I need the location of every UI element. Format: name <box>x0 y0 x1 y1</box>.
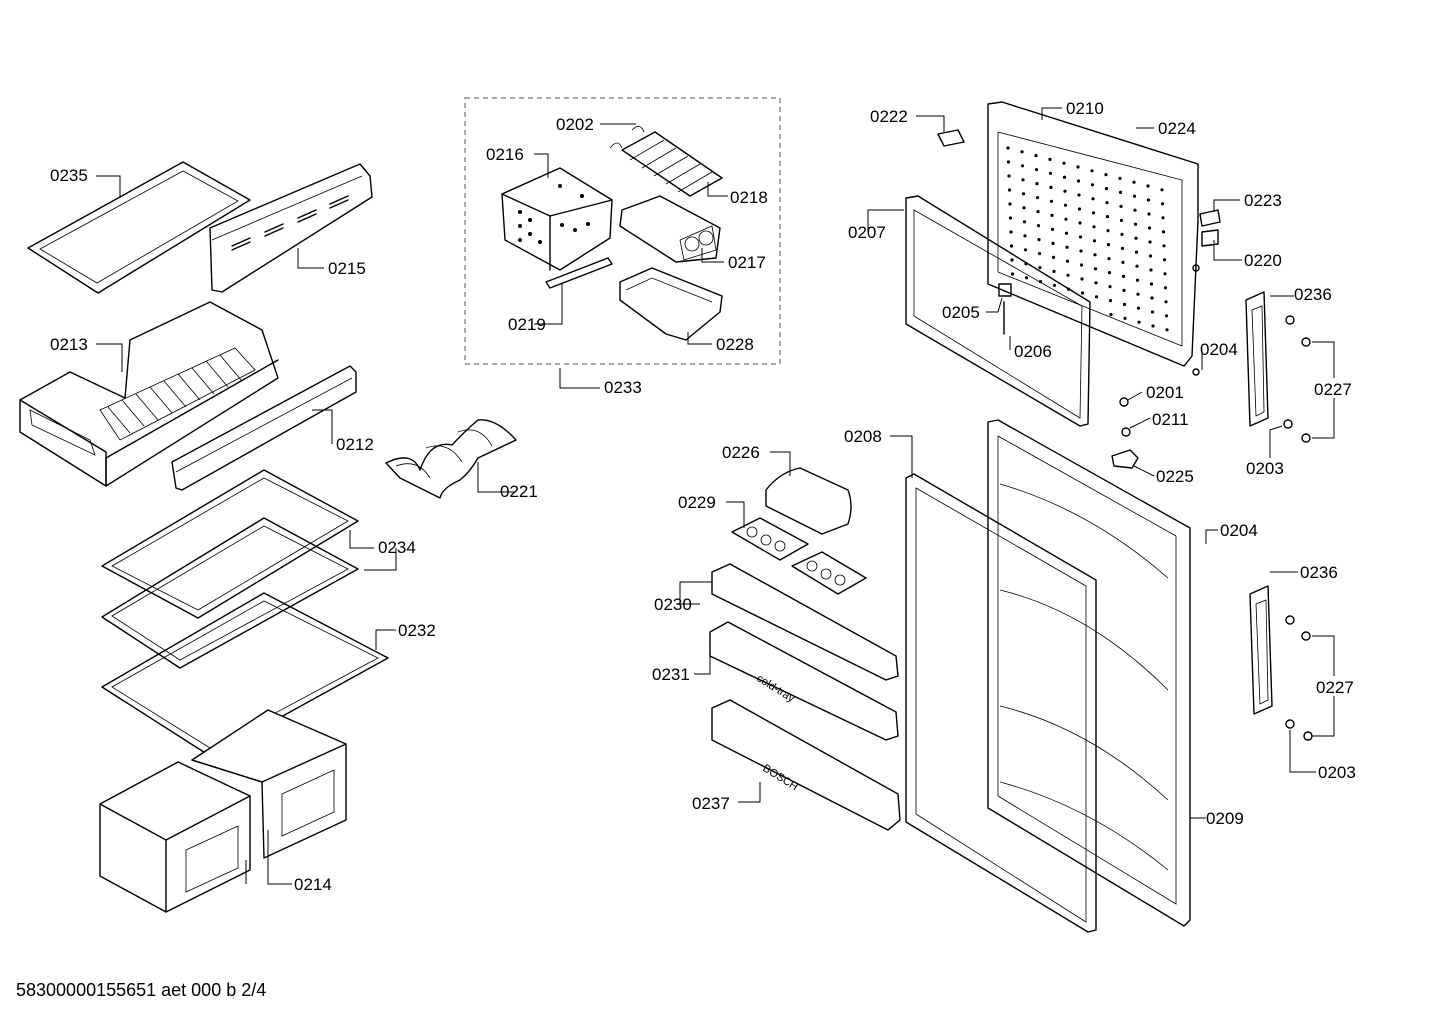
part-number-0219: 0219 <box>508 315 546 334</box>
part-number-0215: 0215 <box>328 259 366 278</box>
glass-shelf-drawing <box>101 592 389 757</box>
part-number-0208: 0208 <box>844 427 882 446</box>
rail-drawing <box>171 365 357 491</box>
dairy-box-drawing <box>765 467 852 535</box>
part-number-0203: 0203 <box>1318 763 1356 782</box>
part-number-0222: 0222 <box>870 107 908 126</box>
freezer-door-drawing <box>987 101 1199 367</box>
part-number-0221: 0221 <box>500 482 538 501</box>
vent-panel-drawing <box>209 163 373 293</box>
small-parts-drawing <box>937 129 1221 469</box>
part-number-0210: 0210 <box>1066 99 1104 118</box>
part-number-0204: 0204 <box>1220 521 1258 540</box>
part-number-0220: 0220 <box>1244 251 1282 270</box>
part-number-0227: 0227 <box>1316 678 1354 697</box>
clip-drawing <box>609 126 645 149</box>
freezer-gasket-drawing <box>905 195 1091 427</box>
part-number-0223: 0223 <box>1244 191 1282 210</box>
bottle-holder-drawing <box>385 419 517 499</box>
handle-top-drawing <box>1245 291 1311 443</box>
part-number-0237: 0237 <box>692 794 730 813</box>
part-number-0233: 0233 <box>604 378 642 397</box>
part-number-0235: 0235 <box>50 166 88 185</box>
part-number-labels: 0235 0215 0213 0212 0221 0234 0232 0214 … <box>50 99 1356 894</box>
crisper-tray-drawing <box>19 301 279 487</box>
part-number-0205: 0205 <box>942 303 980 322</box>
part-number-0214: 0214 <box>294 875 332 894</box>
bosch-imprint: BOSCH <box>760 762 800 793</box>
part-number-0206: 0206 <box>1014 342 1052 361</box>
glass-frame-drawing <box>27 161 251 294</box>
part-number-0217: 0217 <box>728 253 766 272</box>
fridge-gasket-drawing <box>905 473 1097 933</box>
part-number-0203: 0203 <box>1246 459 1284 478</box>
part-number-0224: 0224 <box>1158 119 1196 138</box>
tray-bowl-drawing <box>619 267 723 341</box>
part-number-0204: 0204 <box>1200 340 1238 359</box>
part-number-0201: 0201 <box>1146 383 1184 402</box>
part-number-0211: 0211 <box>1152 410 1189 429</box>
part-number-0231: 0231 <box>652 665 690 684</box>
ice-drawer-drawing <box>619 195 721 263</box>
part-number-0232: 0232 <box>398 621 436 640</box>
part-number-0230: 0230 <box>654 595 692 614</box>
part-number-0229: 0229 <box>678 493 716 512</box>
egg-trays-drawing <box>731 517 867 595</box>
part-number-0216: 0216 <box>486 145 524 164</box>
door-shelves-drawing: cold-tray BOSCH <box>709 563 901 831</box>
crisper-bins-drawing <box>99 709 347 913</box>
scraper-drawing <box>545 257 613 289</box>
part-number-0218: 0218 <box>730 188 768 207</box>
part-number-0228: 0228 <box>716 335 754 354</box>
part-number-0225: 0225 <box>1156 467 1194 486</box>
part-number-0236: 0236 <box>1294 285 1332 304</box>
part-number-0207: 0207 <box>848 223 886 242</box>
glass-shelves-drawing <box>101 469 359 669</box>
cold-tray-imprint: cold-tray <box>754 672 797 705</box>
group-boundary-box <box>464 97 781 365</box>
part-number-0213: 0213 <box>50 335 88 354</box>
part-number-0234: 0234 <box>378 538 416 557</box>
ice-box-drawing <box>501 167 613 271</box>
part-number-0226: 0226 <box>722 443 760 462</box>
part-number-0212: 0212 <box>336 435 374 454</box>
part-number-0202: 0202 <box>556 115 594 134</box>
part-number-0227: 0227 <box>1314 380 1352 399</box>
ice-tray-drawing <box>621 131 723 197</box>
part-number-0209: 0209 <box>1206 809 1244 828</box>
part-number-0236: 0236 <box>1300 563 1338 582</box>
handle-bottom-drawing <box>1249 585 1313 741</box>
fridge-door-drawing <box>987 419 1191 927</box>
drawing-reference-code: 58300000155651 aet 000 b 2/4 <box>16 980 267 1000</box>
leader-lines <box>96 107 1335 885</box>
